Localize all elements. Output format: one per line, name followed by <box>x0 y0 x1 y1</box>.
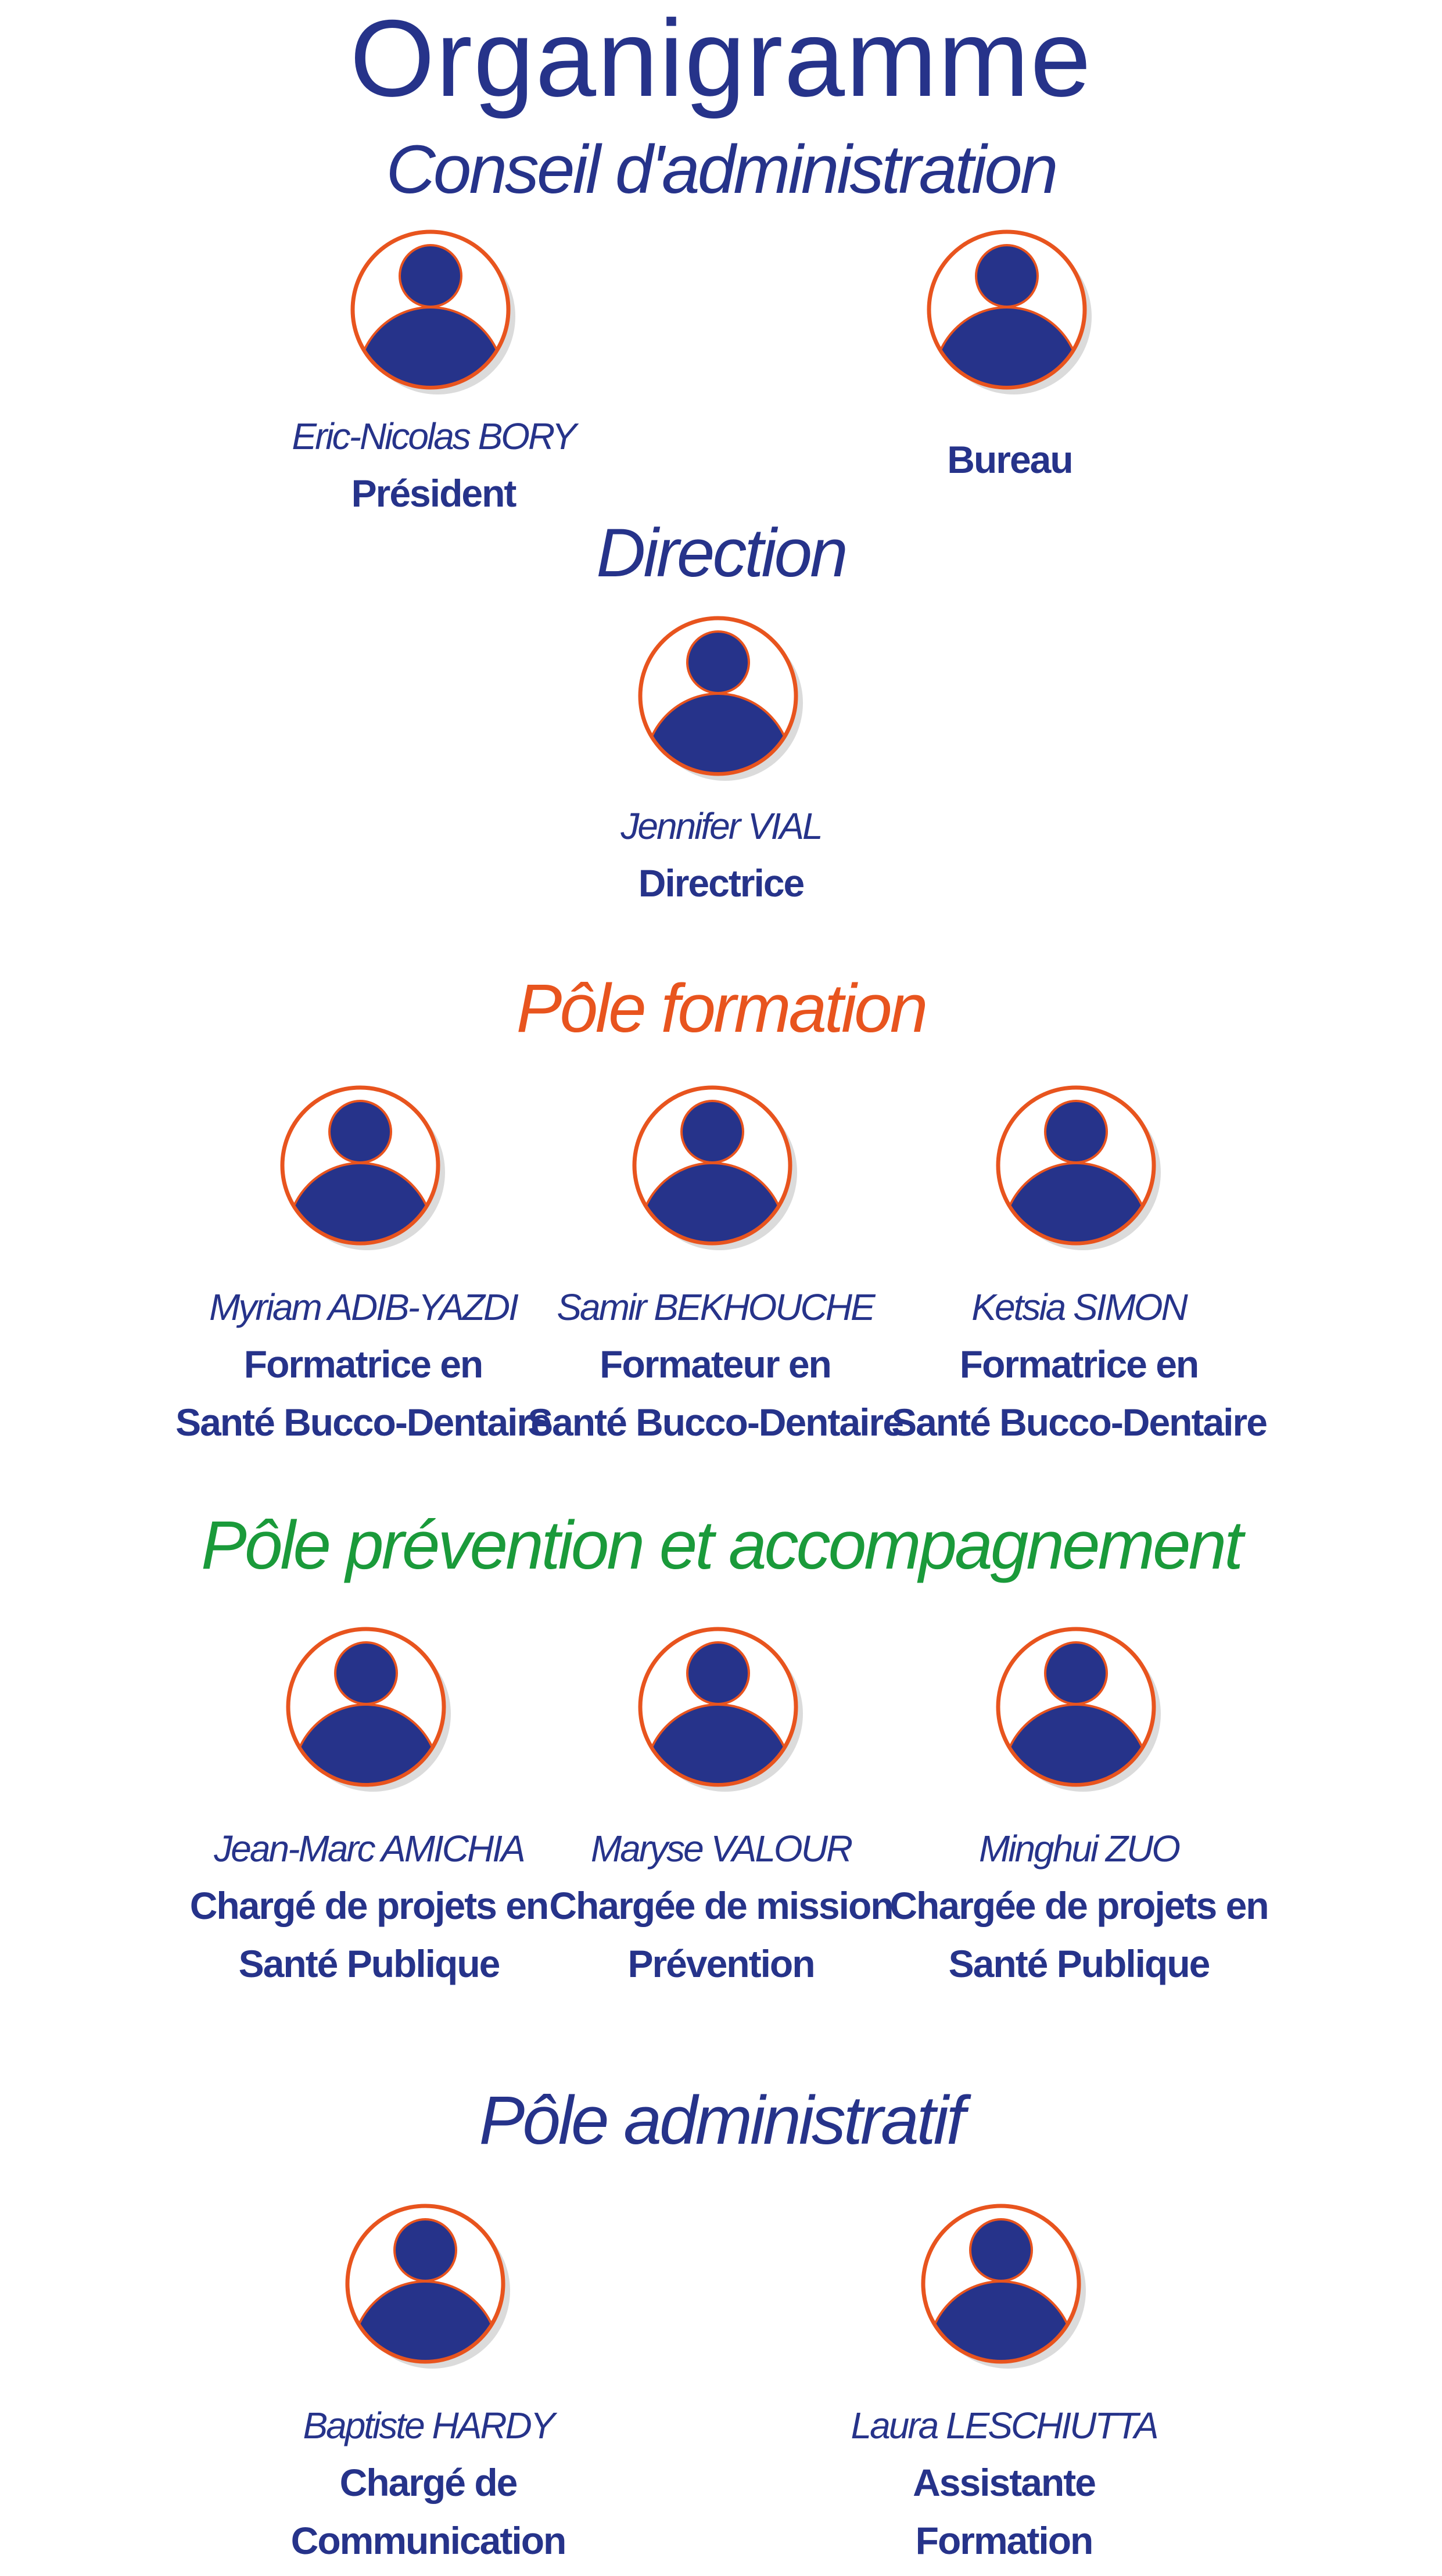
member-role: Chargée de projets en <box>889 1884 1269 1927</box>
user-avatar-icon <box>286 1627 452 1793</box>
member-role: Formation <box>915 2519 1094 2562</box>
member-name: Baptiste HARDY <box>303 2405 555 2446</box>
member-role: Bureau <box>947 438 1073 481</box>
user-avatar-icon <box>345 2204 511 2370</box>
member-role: Santé Publique <box>948 1942 1211 1985</box>
member-card: Ketsia SIMON Formatrice en Santé Bucco-D… <box>881 1085 1276 1451</box>
page-title: Organigramme <box>350 0 1092 119</box>
member-card: Maryse VALOUR Chargée de mission Prévent… <box>523 1627 919 1993</box>
member-role: Chargée de mission <box>549 1884 894 1927</box>
member-role: Directrice <box>638 862 805 905</box>
section-title-prevention: Pôle prévention et accompagnement <box>201 1507 1243 1584</box>
user-avatar-icon <box>921 2204 1087 2370</box>
member-card: Jean-Marc AMICHIA Chargé de projets en S… <box>171 1627 566 1993</box>
user-avatar-icon <box>996 1627 1162 1793</box>
user-avatar-icon <box>632 1085 798 1251</box>
member-name: Eric-Nicolas BORY <box>292 415 576 457</box>
member-role: Santé Bucco-Dentaire <box>175 1401 552 1444</box>
user-avatar-icon <box>280 1085 446 1251</box>
member-role: Chargé de <box>339 2461 518 2504</box>
member-role: Chargé de projets en <box>189 1884 550 1927</box>
member-card: Bureau <box>812 229 1207 489</box>
member-card: Minghui ZUO Chargée de projets en Santé … <box>881 1627 1276 1993</box>
member-name: Maryse VALOUR <box>590 1828 853 1870</box>
member-card: Myriam ADIB-YAZDI Formatrice en Santé Bu… <box>166 1085 561 1451</box>
member-name: Laura LESCHIUTTA <box>851 2405 1159 2446</box>
member-role: Santé Bucco-Dentaire <box>528 1401 904 1444</box>
member-card: Samir BEKHOUCHE Formateur en Santé Bucco… <box>518 1085 913 1451</box>
member-role: Communication <box>290 2519 567 2562</box>
section-title-administratif: Pôle administratif <box>479 2082 965 2159</box>
user-avatar-icon <box>350 229 516 396</box>
member-card: Laura LESCHIUTTA Assistante Formation <box>806 2204 1201 2570</box>
member-card: Jennifer VIAL Directrice <box>523 616 919 912</box>
member-card: Eric-Nicolas BORY Président <box>236 229 631 522</box>
member-card: Baptiste HARDY Chargé de Communication <box>231 2204 626 2570</box>
section-title-direction: Direction <box>596 515 848 591</box>
member-name: Minghui ZUO <box>979 1828 1181 1870</box>
member-role: Prévention <box>627 1942 815 1985</box>
member-name: Myriam ADIB-YAZDI <box>209 1286 519 1328</box>
section-title-formation: Pôle formation <box>516 970 928 1047</box>
member-role: Formatrice en <box>959 1343 1199 1386</box>
member-role: Formatrice en <box>243 1343 483 1386</box>
user-avatar-icon <box>638 616 804 782</box>
member-role: Assistante <box>913 2461 1096 2504</box>
member-role: Formateur en <box>600 1343 832 1386</box>
member-name: Ketsia SIMON <box>971 1286 1188 1328</box>
user-avatar-icon <box>638 1627 804 1793</box>
member-name: Jean-Marc AMICHIA <box>214 1828 525 1870</box>
section-title-conseil: Conseil d'administration <box>386 131 1058 208</box>
user-avatar-icon <box>996 1085 1162 1251</box>
user-avatar-icon <box>927 229 1093 396</box>
member-name: Jennifer VIAL <box>620 805 823 847</box>
member-role: Président <box>351 472 517 515</box>
member-role: Santé Publique <box>238 1942 501 1985</box>
member-name: Samir BEKHOUCHE <box>557 1286 875 1328</box>
member-role: Santé Bucco-Dentaire <box>891 1401 1268 1444</box>
